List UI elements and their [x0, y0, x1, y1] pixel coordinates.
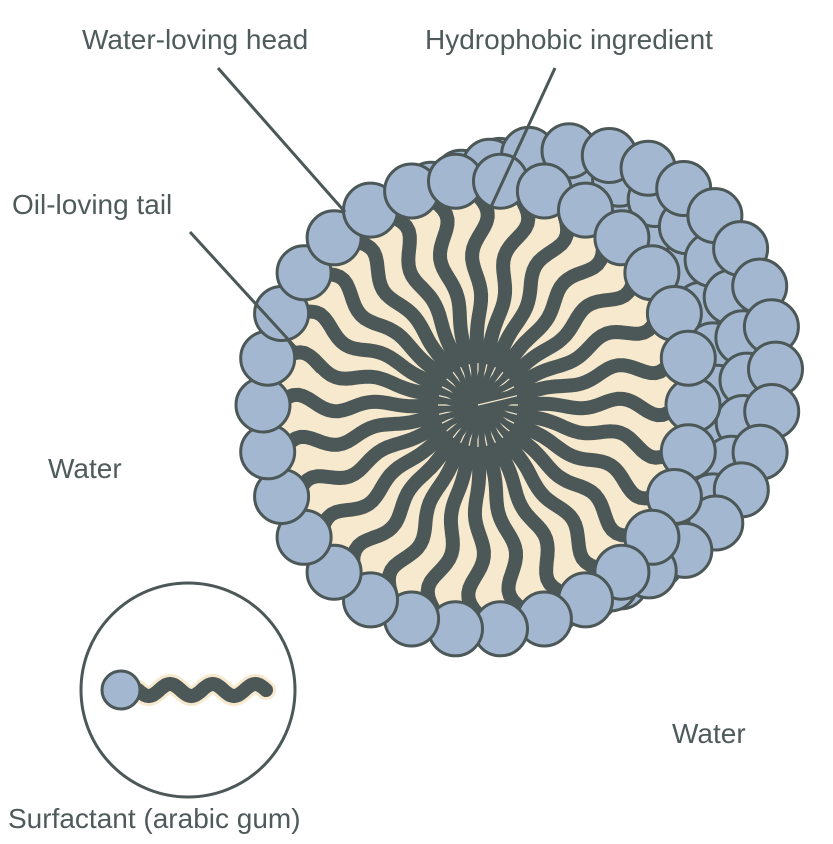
oil-loving-tail-label: Oil-loving tail [12, 189, 173, 220]
surfactant-label: Surfactant (arabic gum) [8, 803, 301, 834]
micelle-front-heads [234, 152, 722, 658]
water-label-right: Water [672, 718, 746, 749]
tail-thin-line [477, 395, 518, 406]
water-label-left: Water [48, 453, 122, 484]
surfactant-inset [79, 581, 297, 799]
surfactant-head [100, 669, 142, 711]
hydrophobic-ingredient-label: Hydrophobic ingredient [425, 24, 713, 55]
oil-loving-tails [271, 188, 685, 622]
surfactant-tail [131, 676, 273, 704]
hydrophobic-leader-line [483, 67, 557, 221]
water-loving-head-label: Water-loving head [82, 24, 309, 55]
water-loving-head-circle [659, 329, 717, 387]
tail-leader-line [188, 230, 320, 374]
head-leader-line [216, 67, 347, 213]
label-leader-lines [188, 67, 557, 374]
